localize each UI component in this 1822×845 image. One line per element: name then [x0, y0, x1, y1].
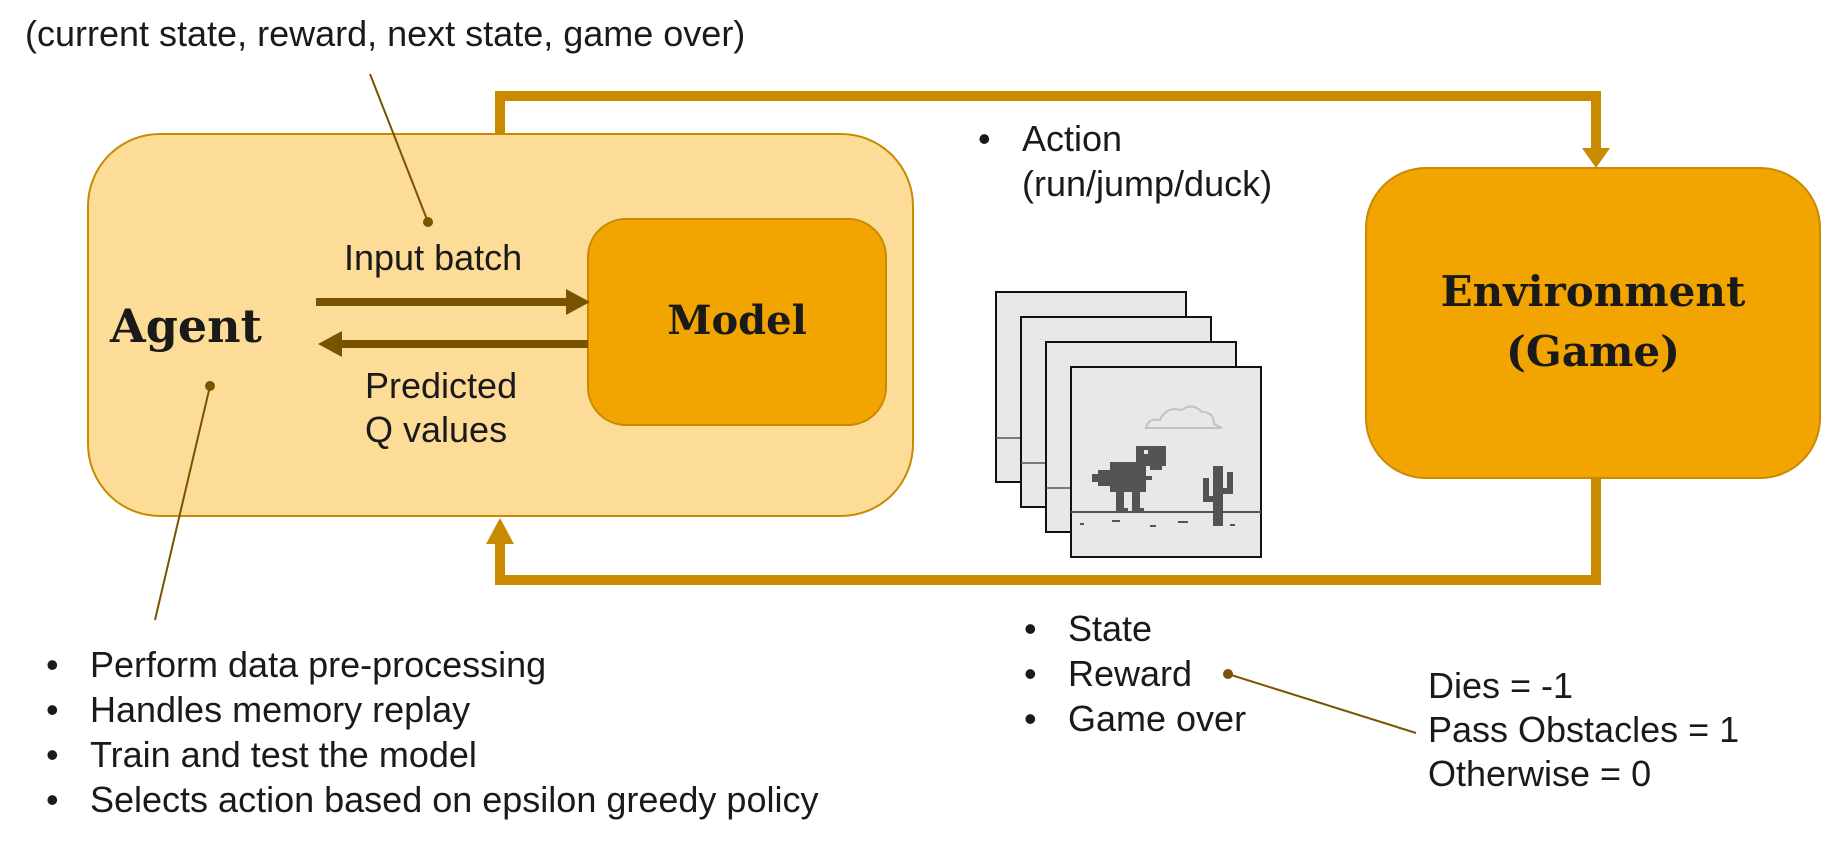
observation-item: State — [1022, 606, 1246, 651]
action-flow-arrow — [495, 91, 1601, 150]
observation-item: Game over — [1022, 696, 1246, 741]
agent-duty-item: Train and test the model — [44, 732, 818, 777]
agent-duty-item: Selects action based on epsilon greedy p… — [44, 777, 818, 822]
model-box — [587, 218, 887, 426]
reward-leader-line — [1227, 673, 1417, 734]
agent-duty-item: Perform data pre-processing — [44, 642, 818, 687]
reward-rule: Dies = -1 — [1428, 665, 1574, 706]
observation-list: State Reward Game over — [1022, 606, 1246, 741]
reward-rule: Pass Obstacles = 1 — [1428, 709, 1740, 750]
action-item: Action (run/jump/duck) — [976, 116, 1272, 206]
predicted-q-label: Predicted Q values — [365, 364, 517, 452]
predicted-q-arrowhead — [318, 331, 342, 357]
model-label: Model — [667, 297, 807, 344]
input-batch-label: Input batch — [344, 237, 523, 278]
tuple-leader-dot — [423, 217, 433, 227]
action-label: Action — [1022, 118, 1123, 159]
environment-label-line2: (Game) — [1506, 327, 1680, 376]
action-list: Action (run/jump/duck) — [976, 116, 1272, 206]
agent-duties-list: Perform data pre-processing Handles memo… — [44, 642, 818, 822]
tuple-leader-line — [369, 73, 429, 223]
agent-duty-item: Handles memory replay — [44, 687, 818, 732]
state-flow-arrow — [495, 478, 1601, 585]
predicted-q-line1: Predicted — [365, 365, 518, 406]
environment-label: Environment (Game) — [1366, 262, 1820, 382]
game-frame-front — [1070, 366, 1262, 558]
input-batch-arrowhead — [566, 289, 590, 315]
environment-label-line1: Environment — [1440, 267, 1746, 316]
agent-leader-dot — [205, 381, 215, 391]
cloud-icon — [1144, 405, 1223, 429]
action-arrowhead — [1582, 148, 1610, 168]
agent-label: Agent — [110, 299, 262, 353]
agent-leader-line — [154, 385, 211, 621]
dinosaur-icon — [1092, 446, 1166, 512]
dino-game-frames-icon — [995, 291, 1262, 558]
environment-box — [1365, 167, 1821, 479]
experience-tuple-label: (current state, reward, next state, game… — [25, 13, 746, 54]
observation-item: Reward — [1022, 651, 1246, 696]
predicted-q-line2: Q values — [365, 409, 508, 450]
reward-rule: Otherwise = 0 — [1428, 753, 1652, 794]
reward-scheme: Dies = -1 Pass Obstacles = 1 Otherwise =… — [1428, 664, 1739, 796]
state-arrowhead — [486, 518, 514, 544]
action-options: (run/jump/duck) — [1022, 163, 1273, 204]
cactus-icon — [1203, 466, 1233, 526]
